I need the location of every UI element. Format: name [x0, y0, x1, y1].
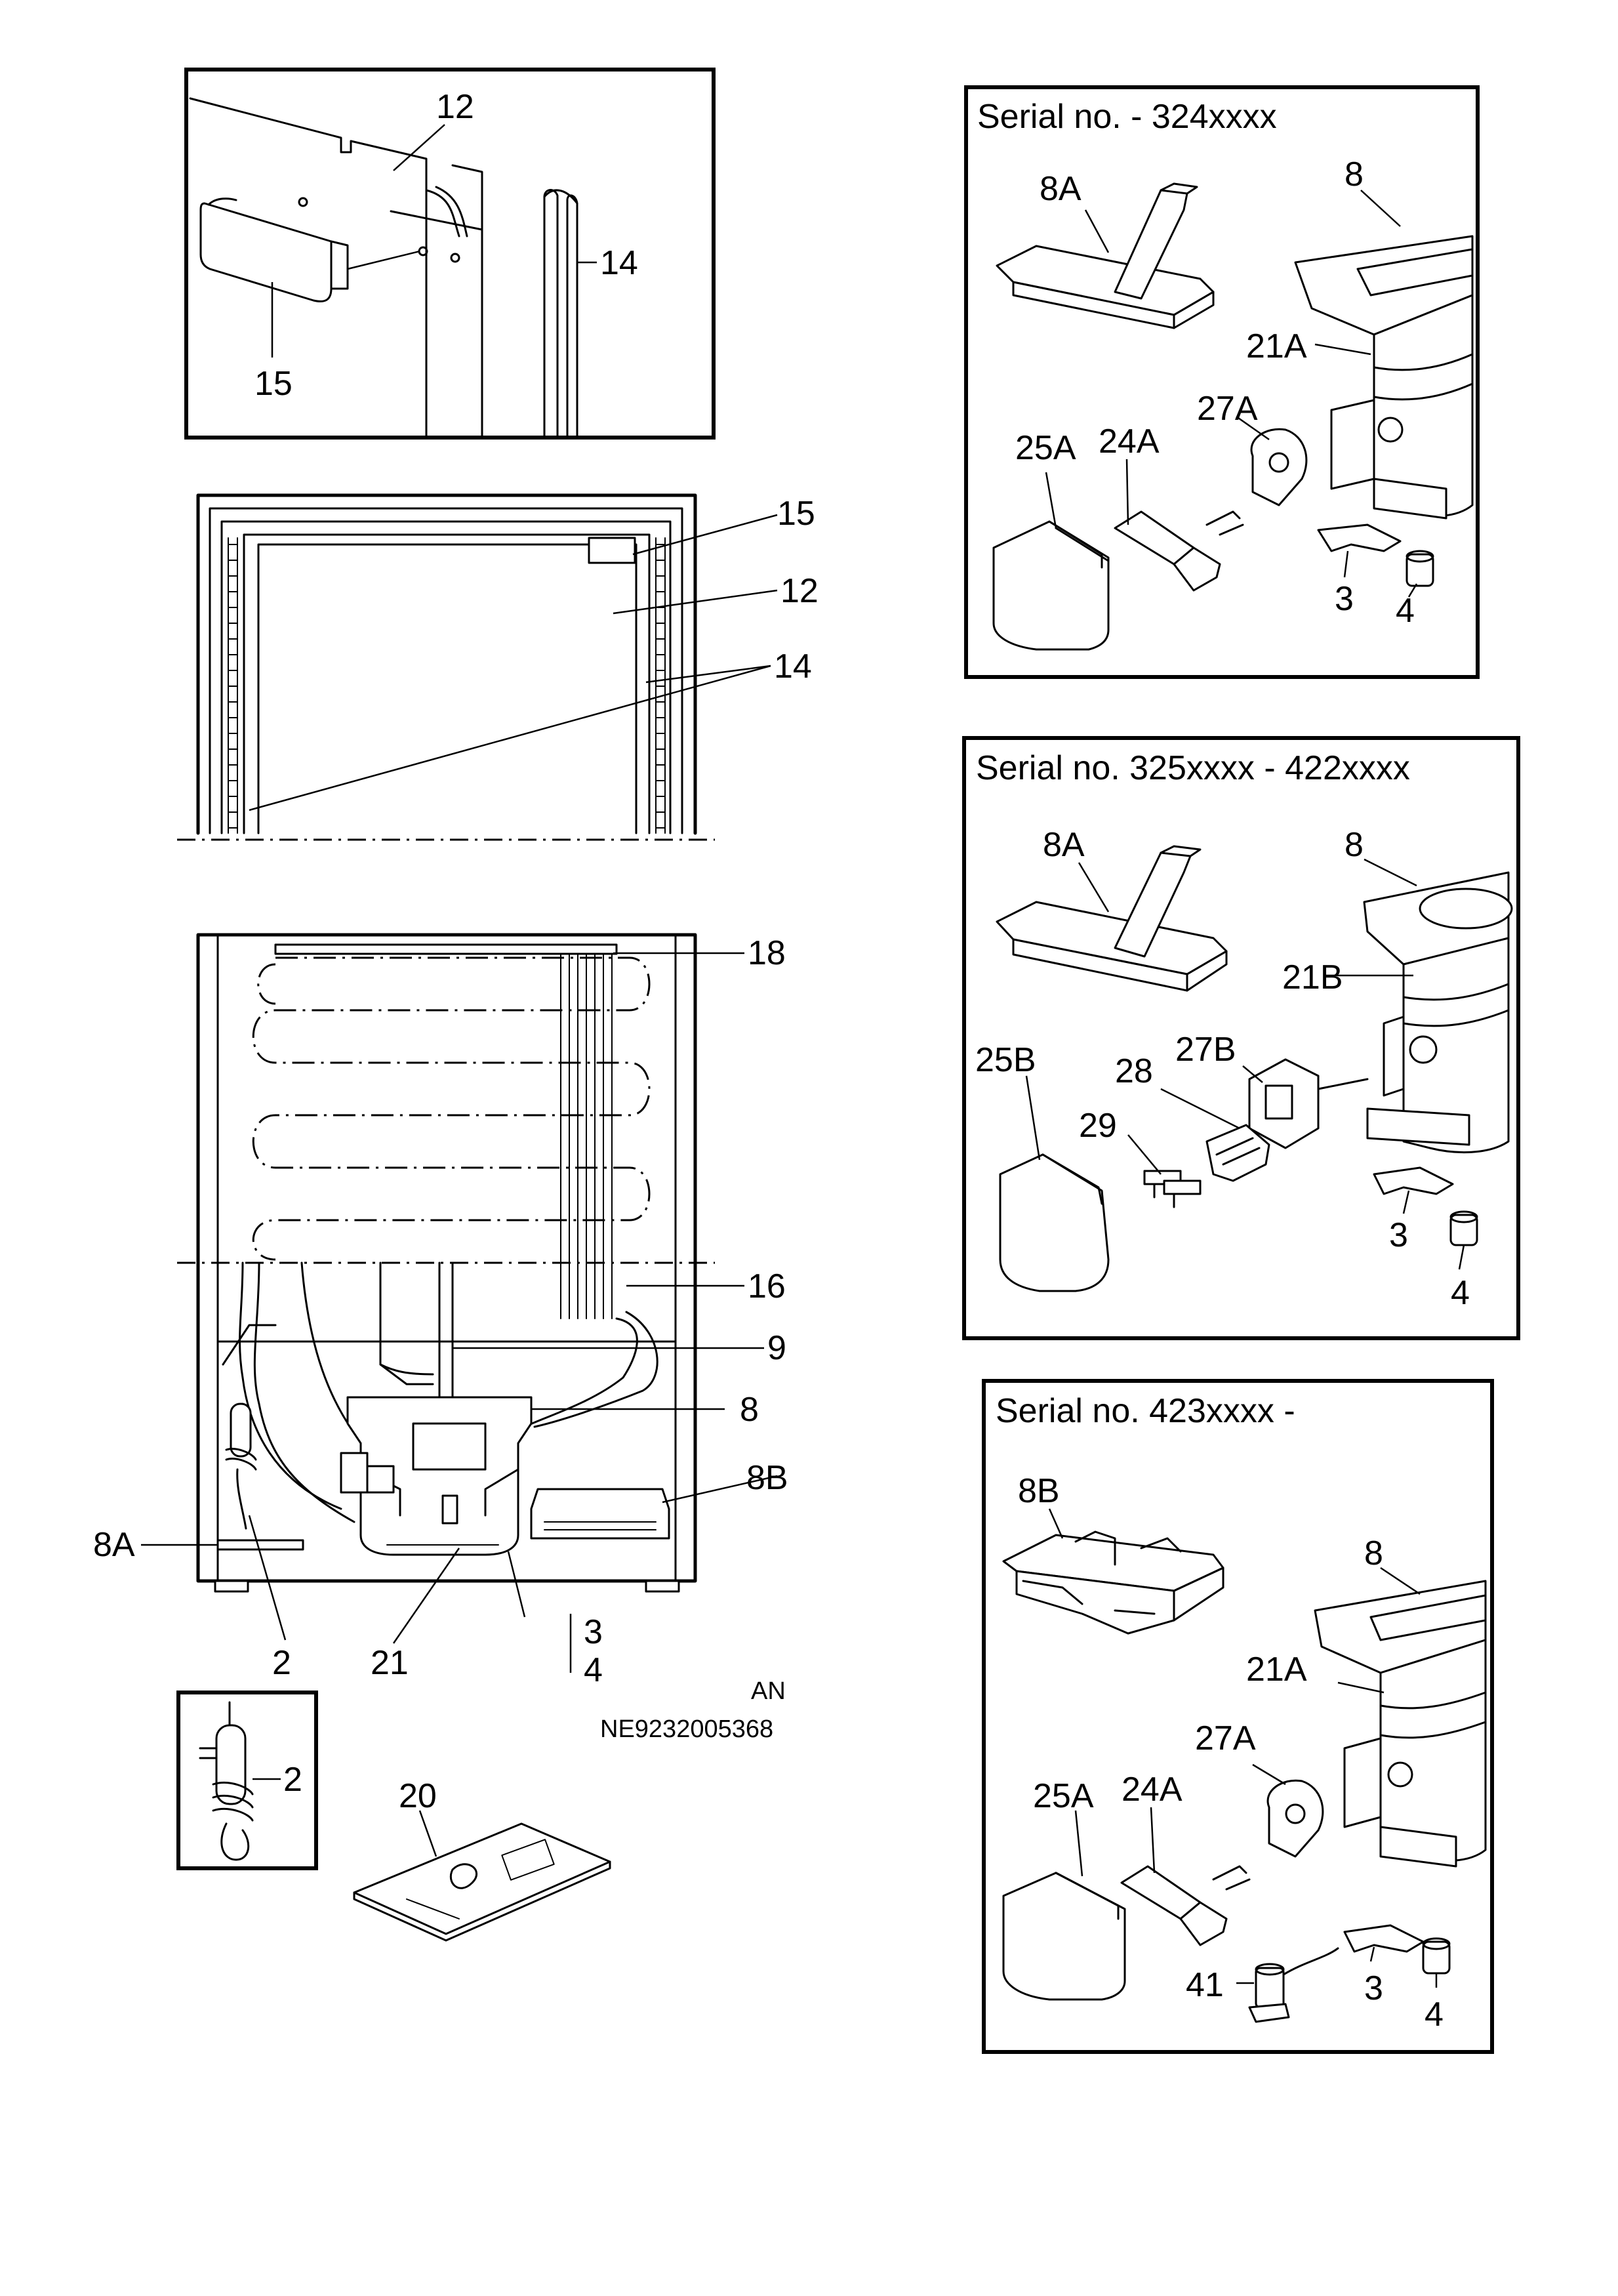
callout-28: 28	[1115, 1052, 1153, 1090]
part-27a-relay	[1266, 1779, 1324, 1858]
callout-20: 20	[399, 1777, 437, 1815]
manual-booklet: 20	[353, 1777, 611, 1942]
condenser-header	[274, 943, 618, 955]
callout-4: 4	[584, 1651, 603, 1689]
callout-4: 4	[1425, 1996, 1444, 2034]
condenser-coil	[252, 956, 651, 1261]
callout-16: 16	[748, 1267, 786, 1305]
part-8-compressor	[1314, 1580, 1487, 1868]
callout-27a: 27A	[1197, 390, 1258, 428]
part-3-clip	[1317, 523, 1402, 552]
part-8-compressor	[1294, 235, 1474, 520]
callout-27a: 27A	[1195, 1719, 1256, 1757]
door-detail-inset: 12 14 15	[184, 68, 716, 440]
part-24a-protector	[1120, 1865, 1251, 1946]
thermostat-probe	[225, 1403, 257, 1530]
callout-29: 29	[1079, 1107, 1117, 1145]
gasket-strip-drawing	[543, 189, 578, 438]
callout-8: 8	[1345, 155, 1364, 194]
part-4-grommet	[1422, 1937, 1451, 1975]
part-8a-tray	[996, 845, 1228, 992]
callout-15: 15	[254, 365, 293, 403]
part-4-grommet	[1406, 550, 1434, 587]
part-8b-tray	[1002, 1530, 1224, 1635]
callout-21a: 21A	[1246, 1650, 1307, 1689]
callout-8b: 8B	[746, 1459, 788, 1497]
callout-14: 14	[774, 647, 812, 686]
callout-25a: 25A	[1033, 1777, 1094, 1815]
model-code: AN	[751, 1677, 786, 1705]
door-handle-drawing	[199, 197, 349, 302]
foot-right	[645, 1580, 680, 1593]
document-code: NE9232005368	[600, 1715, 773, 1743]
callout-8: 8	[740, 1391, 759, 1429]
callout-4: 4	[1451, 1274, 1470, 1312]
callout-24a: 24A	[1122, 1771, 1183, 1809]
part-41-capacitor	[1248, 1947, 1339, 2023]
part-27a-relay	[1250, 428, 1308, 506]
callout-8: 8	[1364, 1534, 1383, 1572]
part-8-compressor	[1363, 871, 1513, 1154]
part-25a-cover	[992, 520, 1110, 651]
door-front-view: 15 12 14	[177, 493, 819, 841]
callout-27b: 27B	[1175, 1031, 1236, 1069]
bracket-8a	[216, 1539, 304, 1551]
callout-12: 12	[780, 572, 819, 610]
door-panel-drawing	[189, 97, 483, 438]
part-8a-tray	[996, 182, 1215, 329]
callout-3: 3	[1335, 580, 1354, 618]
serial-panel-2: Serial no. 325xxxx - 422xxxx	[962, 736, 1520, 1340]
gasket-ladder-rungs	[228, 544, 666, 829]
callout-21: 21	[371, 1644, 409, 1682]
cabinet-back-view: 18 16 9 8 8B 8A 2 21 3 4	[93, 933, 788, 1689]
serial-panel-3-title: Serial no. 423xxxx -	[996, 1392, 1295, 1430]
callout-21a: 21A	[1246, 327, 1307, 365]
callout-3: 3	[1364, 1969, 1383, 2007]
lower-piping	[222, 1261, 658, 1523]
serial-panel-1-title: Serial no. - 324xxxx	[977, 98, 1277, 136]
serial-panel-1: Serial no. - 324xxxx	[964, 85, 1480, 679]
callout-18: 18	[748, 934, 786, 972]
callout-25b: 25B	[975, 1041, 1036, 1079]
callout-2: 2	[272, 1644, 291, 1682]
foot-left	[214, 1580, 249, 1593]
drip-tray	[530, 1488, 670, 1540]
callout-8b: 8B	[1018, 1472, 1060, 1510]
part-25b-cover	[999, 1153, 1110, 1292]
part-25a-cover	[1002, 1872, 1126, 2001]
callout-4: 4	[1396, 592, 1415, 630]
part-4-grommet	[1449, 1210, 1478, 1246]
handle-slot	[588, 537, 636, 564]
part-27b-relay	[1248, 1058, 1369, 1149]
callout-14: 14	[600, 244, 638, 282]
thermostat-detail-inset: 2	[176, 1691, 318, 1870]
callout-8a: 8A	[1040, 170, 1082, 208]
part-28-clip	[1205, 1124, 1270, 1182]
callout-8a: 8A	[93, 1526, 135, 1564]
callout-15: 15	[777, 495, 815, 533]
part-24a-protector	[1114, 510, 1244, 592]
callout-9: 9	[767, 1329, 786, 1367]
callout-3: 3	[1389, 1216, 1408, 1254]
callout-3: 3	[584, 1613, 603, 1651]
part-3-clip	[1343, 1924, 1425, 1953]
serial-panel-2-title: Serial no. 325xxxx - 422xxxx	[976, 749, 1410, 787]
callout-8: 8	[1345, 826, 1364, 864]
callout-8a: 8A	[1043, 826, 1085, 864]
callout-21b: 21B	[1282, 958, 1343, 996]
part-29-pins	[1143, 1170, 1202, 1208]
part-3-clip	[1373, 1166, 1454, 1195]
callout-24a: 24A	[1099, 422, 1160, 461]
compressor	[340, 1396, 533, 1556]
callout-12: 12	[436, 88, 474, 126]
callout-41: 41	[1186, 1966, 1224, 2004]
serial-panel-3: Serial no. 423xxxx -	[982, 1379, 1494, 2054]
vertical-pipe-bundle	[560, 953, 613, 1319]
callout-2: 2	[283, 1761, 302, 1799]
callout-25a: 25A	[1015, 429, 1076, 467]
